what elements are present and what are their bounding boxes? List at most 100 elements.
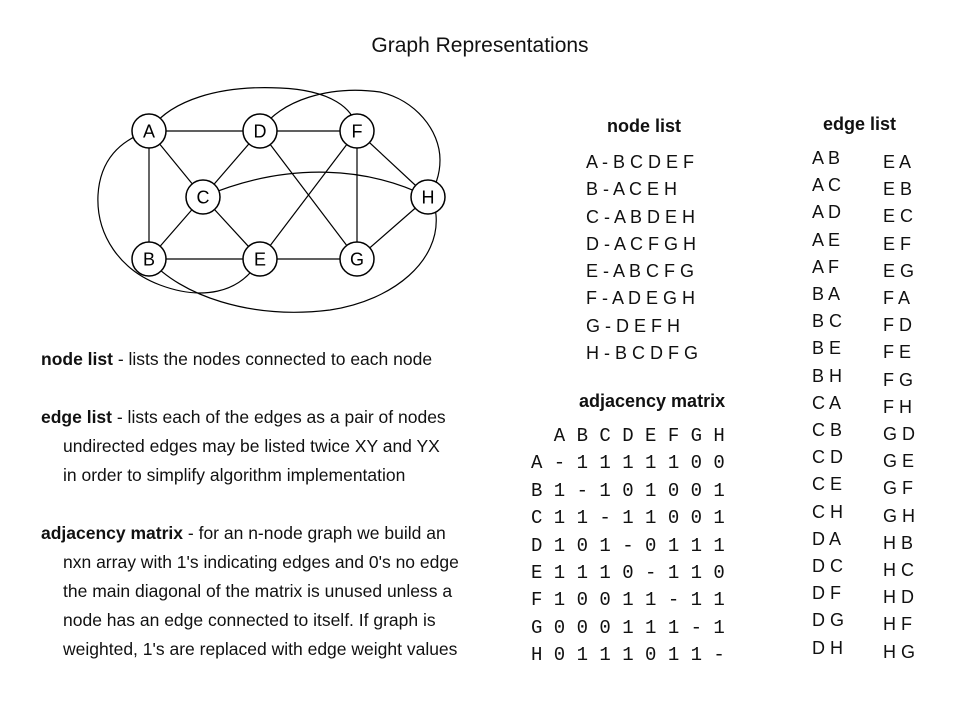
matrix-row: C 1 1 - 1 1 0 0 1 [531, 507, 725, 530]
edge-pair: H G [883, 641, 916, 662]
edge-pair: H C [883, 560, 914, 581]
edge-a-e [97, 130, 261, 294]
definition-text: weighted, 1's are replaced with edge wei… [63, 639, 458, 659]
edge-pair: G D [883, 424, 916, 445]
edge-pair: B A [812, 284, 841, 305]
edge-pair: C H [812, 501, 843, 522]
edge-list-column-1: A B A C A D A E A F B A B C B E B H C A C B C D C E C… [812, 145, 844, 662]
definition-text: nxn array with 1's indicating edges and … [63, 552, 459, 572]
edge-c-h [202, 171, 429, 198]
edge-pair: F E [883, 342, 912, 363]
edge-f-e [259, 130, 358, 260]
edge-pair: F A [883, 288, 911, 309]
list-item: H - B C D F G [586, 343, 698, 364]
node-b: B [131, 241, 167, 277]
edge-pair: B H [812, 365, 843, 386]
term: edge list [41, 407, 112, 427]
matrix-row: F 1 0 0 1 1 - 1 1 [531, 589, 725, 612]
list-item: A - B C D E F [586, 152, 695, 172]
node-label: B [143, 250, 155, 270]
definition-text: node has an edge connected to itself. If… [63, 610, 436, 630]
node-f: F [339, 113, 375, 149]
list-item: F - A D E G H [586, 288, 696, 309]
edge-pair: E B [883, 179, 913, 200]
edge-pair: A B [812, 148, 841, 168]
matrix-row: A B C D E F G H [531, 425, 725, 447]
edge-a-f [148, 87, 358, 132]
edge-pair: C E [812, 474, 843, 495]
edge-pair: A C [812, 175, 842, 196]
list-item: D - A C F G H [586, 233, 697, 254]
edge-list-heading: edge list [823, 114, 897, 134]
edge-list-description: edge list - lists each of the edges as a… [41, 403, 521, 490]
edge-pair: H F [883, 614, 912, 635]
edge-pair: D A [812, 528, 842, 549]
edge-pair: D F [812, 583, 841, 604]
page-title: Graph Representations [371, 34, 589, 57]
term: adjacency matrix [41, 523, 184, 543]
edge-pair: H D [883, 587, 914, 608]
definition-text: in order to simplify algorithm implement… [63, 465, 406, 485]
matrix-row: A - 1 1 1 1 1 0 0 [531, 452, 725, 475]
definition-text: - lists the nodes connected to each node [112, 349, 433, 369]
list-item: E - A B C F G [586, 261, 695, 282]
edge-pair: E C [883, 206, 914, 227]
edge-pair: G F [883, 478, 913, 499]
matrix-row: H 0 1 1 1 0 1 1 - [531, 644, 725, 667]
edge-b-h [148, 196, 437, 313]
list-item: G - D E F H [586, 315, 680, 336]
definition-text: the main diagonal of the matrix is unuse… [63, 581, 453, 601]
edge-pair: C D [812, 447, 843, 468]
list-item: C - A B D E H [586, 206, 696, 227]
edge-pair: H B [883, 532, 914, 553]
description: node list - lists the nodes connected to… [41, 345, 521, 664]
node-h: H [410, 179, 446, 215]
definition-text: - lists each of the edges as a pair of n… [112, 407, 446, 427]
matrix-row: D 1 0 1 - 0 1 1 1 [531, 534, 725, 557]
edge-pair: B C [812, 311, 843, 332]
node-g: G [339, 241, 375, 277]
edge-pair: B E [812, 338, 842, 359]
matrix-row: B 1 - 1 0 1 0 0 1 [531, 479, 725, 502]
edge-pair: D H [812, 637, 843, 658]
edge-pair: C A [812, 392, 842, 413]
adjacency-matrix-heading: adjacency matrix [579, 391, 726, 411]
matrix-row: G 0 0 0 1 1 1 - 1 [531, 616, 725, 639]
edge-d-h [259, 89, 441, 198]
node-c: C [185, 179, 221, 215]
node-label: E [254, 250, 266, 270]
edge-pair: A E [812, 229, 841, 250]
edge-pair: F H [883, 396, 912, 417]
edge-pair: E A [883, 152, 912, 172]
node-list-description: node list - lists the nodes connected to… [41, 345, 521, 374]
node-label: G [350, 250, 364, 270]
edge-pair: F G [883, 369, 913, 390]
edge-pair: D C [812, 556, 843, 577]
edge-pair: D G [812, 610, 845, 631]
edge-pair: E G [883, 260, 915, 281]
edge-pair: F D [883, 315, 912, 336]
edge-pair: G H [883, 505, 916, 526]
node-label: D [254, 122, 267, 142]
node-list: A - B C D E F B - A C E H C - A B D E H … [586, 149, 698, 367]
edge-pair: G E [883, 451, 915, 472]
adjacency-matrix: A B C D E F G H A - 1 1 1 1 1 0 0 B 1 - 1 … [531, 423, 725, 670]
matrix-row: E 1 1 1 0 - 1 1 0 [531, 562, 725, 585]
definition-text: undirected edges may be listed twice XY … [63, 436, 440, 456]
node-label: H [422, 188, 435, 208]
graph-diagram: A D F C H B E G [97, 87, 446, 313]
node-e: E [242, 241, 278, 277]
node-label: A [143, 122, 155, 142]
node-label: C [197, 188, 210, 208]
node-a: A [131, 113, 167, 149]
edge-pair: A D [812, 202, 842, 223]
term: node list [41, 349, 113, 369]
node-d: D [242, 113, 278, 149]
adjacency-matrix-description: adjacency matrix - for an n-node graph w… [41, 519, 521, 664]
edge-pair: A F [812, 256, 840, 277]
node-list-heading: node list [607, 116, 682, 136]
node-label: F [352, 122, 363, 142]
definition-text: - for an n-node graph we build an [183, 523, 446, 543]
edge-pair: C B [812, 420, 843, 441]
